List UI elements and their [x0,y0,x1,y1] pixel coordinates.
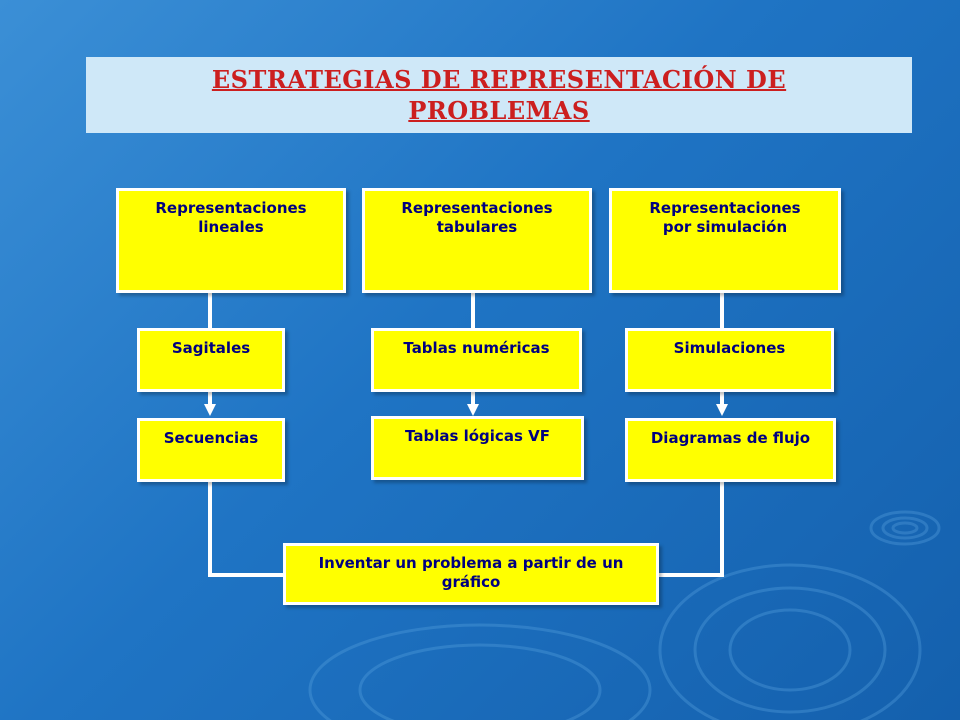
box-label: Tablas numéricas [403,339,550,357]
box-label: Sagitales [171,339,251,357]
header-label: Representaciones lineales [155,199,307,236]
box-label: Tablas lógicas VF [405,427,550,445]
box-inventar-problema: Inventar un problema a partir de un gráf… [283,543,659,605]
page-title: ESTRATEGIAS DE REPRESENTACIÓN DE PROBLEM… [211,65,787,125]
header-box-lineales: Representaciones lineales [116,188,346,293]
header-box-tabulares: Representaciones tabulares [362,188,592,293]
title-banner: ESTRATEGIAS DE REPRESENTACIÓN DE PROBLEM… [86,57,912,133]
arrow-head-icon [467,404,479,416]
header-box-simulacion: Representaciones por simulación [609,188,841,293]
arrow-head-icon [716,404,728,416]
header-label: Representaciones tabulares [401,199,553,236]
box-simulaciones: Simulaciones [625,328,834,392]
box-tablas-numericas: Tablas numéricas [371,328,582,392]
box-diagramas-flujo: Diagramas de flujo [625,418,836,482]
box-tablas-logicas: Tablas lógicas VF [371,416,584,480]
box-sagitales: Sagitales [137,328,285,392]
box-secuencias: Secuencias [137,418,285,482]
box-label: Secuencias [163,429,259,447]
arrow-head-icon [204,404,216,416]
box-label: Simulaciones [673,339,786,357]
box-label: Diagramas de flujo [650,429,811,447]
header-label: Representaciones por simulación [649,199,801,236]
box-label: Inventar un problema a partir de un gráf… [318,554,624,591]
